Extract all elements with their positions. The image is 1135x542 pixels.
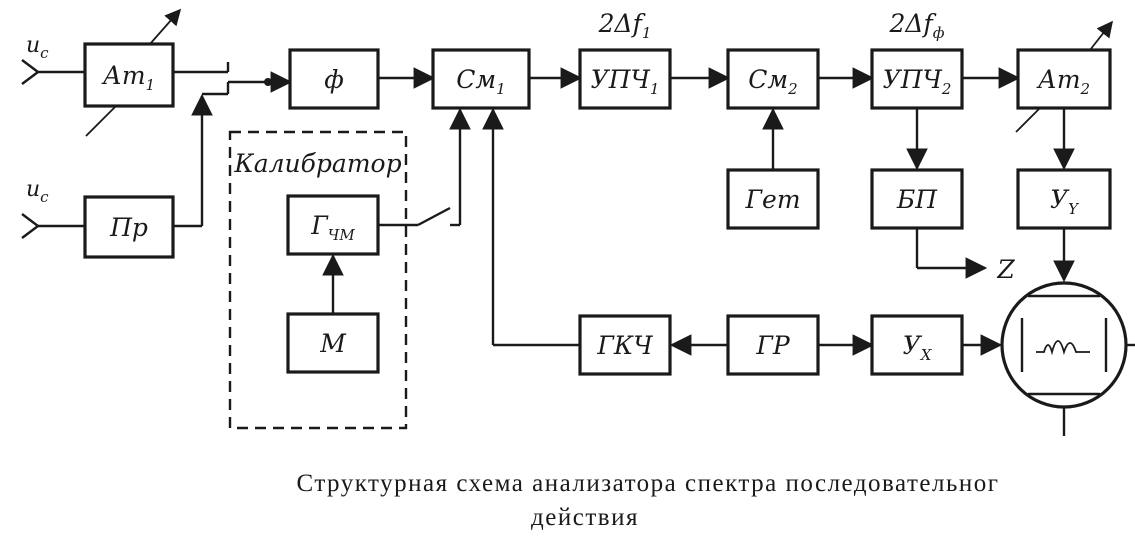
attenuator-1-adjust-arrow <box>85 8 182 137</box>
svg-text:ф: ф <box>324 65 344 94</box>
mixer-1-block: См1 <box>431 48 531 110</box>
svg-text:Пр: Пр <box>109 213 148 242</box>
horizontal-amplifier-block: УX <box>870 314 964 376</box>
svg-text:М: М <box>319 329 347 358</box>
caption-line-2: действия <box>531 504 639 531</box>
vertical-amplifier-block: УY <box>1016 168 1112 230</box>
input-antenna-bottom <box>21 213 85 239</box>
sweep-generator-block: ГКЧ <box>578 314 672 376</box>
blanking-unit-block: БП <box>870 168 964 230</box>
ramp-generator-block: ГР <box>726 314 820 376</box>
caption-line-1: Структурная схема анализатора спектра по… <box>296 470 999 497</box>
svg-text:ГЧМ: ГЧМ <box>310 211 355 244</box>
filter-block: ф <box>288 48 380 110</box>
svg-text:УПЧ1: УПЧ1 <box>591 65 660 98</box>
input-antenna-top <box>21 59 85 85</box>
calibrator-switch <box>378 107 471 227</box>
input-label-top: uc <box>26 33 49 62</box>
svg-text:См2: См2 <box>748 65 797 98</box>
wire-sweep-to-mixer1 <box>482 107 580 347</box>
z-output-label: Z <box>996 255 1015 284</box>
input-switch <box>173 62 293 228</box>
calibrator-label: Калибратор <box>233 149 401 178</box>
wire-bp-to-z <box>915 228 988 279</box>
fm-generator-block: ГЧМ <box>286 194 380 256</box>
crt-display <box>1000 281 1135 436</box>
if-amplifier-1-block: УПЧ1 <box>578 48 672 110</box>
svg-text:УX: УX <box>903 331 933 364</box>
spectrum-trace <box>1036 340 1090 356</box>
heterodyne-block: Гет <box>726 168 820 230</box>
svg-text:ГКЧ: ГКЧ <box>596 331 653 360</box>
svg-text:ГР: ГР <box>755 331 791 360</box>
attenuator-1-block: Ат1 <box>83 42 175 108</box>
svg-text:УY: УY <box>1050 185 1080 218</box>
svg-text:БП: БП <box>896 185 938 214</box>
mixer-2-block: См2 <box>726 48 820 110</box>
svg-text:Гет: Гет <box>744 185 800 214</box>
svg-text:См1: См1 <box>456 65 505 98</box>
svg-text:УПЧ2: УПЧ2 <box>883 65 952 98</box>
if-amplifier-2-block: УПЧ2 <box>870 48 964 110</box>
input-label-bottom: uc <box>26 177 49 206</box>
bandwidth-f-label: 2Δfф <box>889 9 945 42</box>
attenuator-2-adjust-arrow <box>1015 20 1114 133</box>
svg-text:Ат1: Ат1 <box>101 61 155 94</box>
attenuator-2-block: Ат2 <box>1016 48 1112 110</box>
preselector-block: Пр <box>83 195 175 259</box>
svg-text:Ат2: Ат2 <box>1036 65 1090 98</box>
calibrator-group <box>228 130 408 430</box>
bandwidth-1-label: 2Δf1 <box>598 9 652 42</box>
modulator-block: М <box>286 312 380 374</box>
